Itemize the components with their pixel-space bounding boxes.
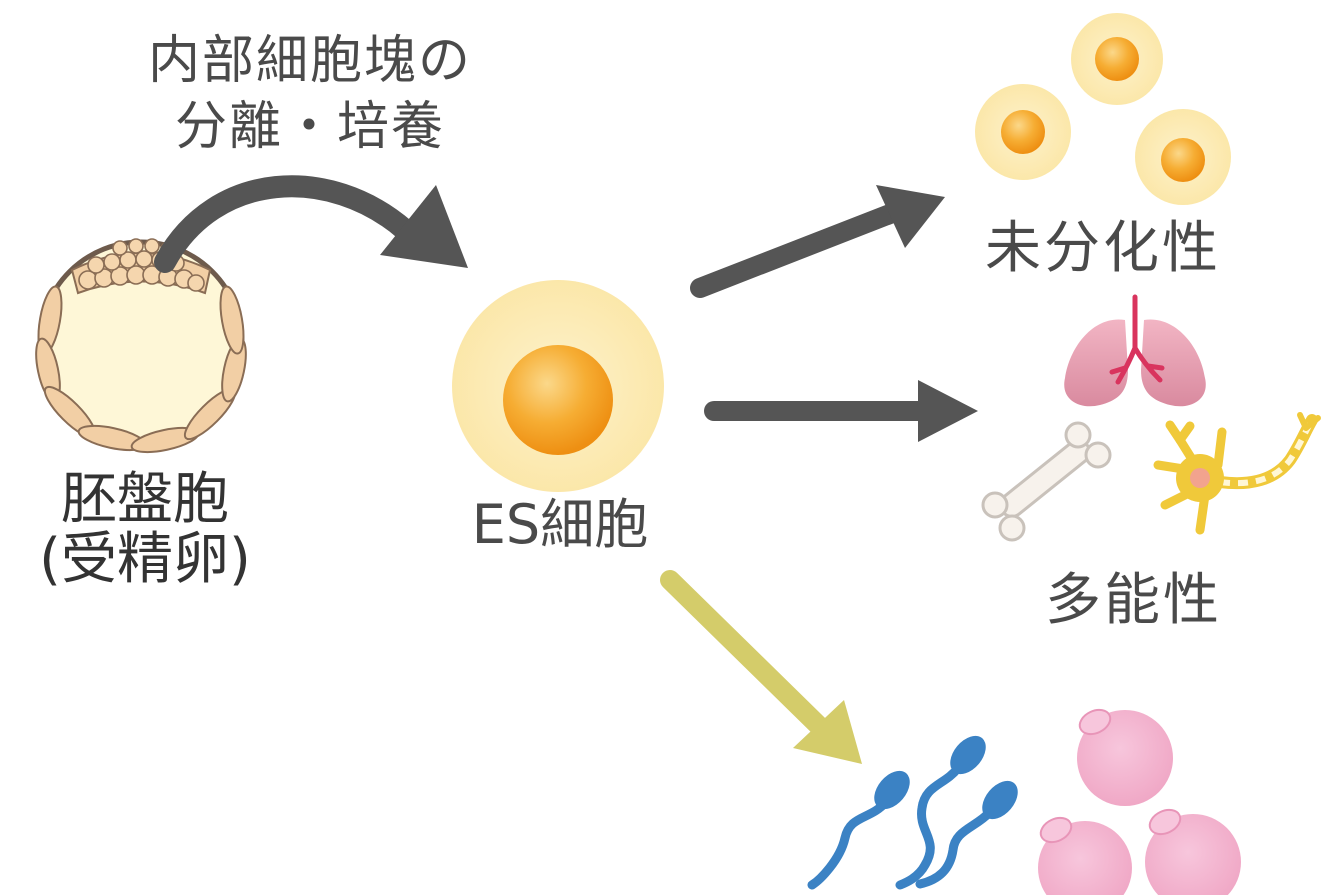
arrow-pluripotent xyxy=(704,380,978,442)
arrow-germ-cells xyxy=(660,570,862,764)
blastocyst-label: 胚盤胞 (受精卵) xyxy=(0,470,290,590)
es-cell-icon xyxy=(452,280,664,492)
lung-icon xyxy=(1064,294,1206,407)
arrow-undifferentiated xyxy=(690,185,945,298)
blastocyst-label-line1: 胚盤胞 xyxy=(61,467,229,532)
pluripotent-label: 多能性 xyxy=(1045,568,1222,633)
sperm-icon xyxy=(807,735,1018,890)
undifferentiated-cell-icon xyxy=(975,13,1231,205)
bone-icon xyxy=(981,421,1112,542)
isolation-label-line1: 内部細胞塊の xyxy=(147,31,472,91)
isolation-arrow xyxy=(154,175,468,273)
isolation-label-line2: 分離・培養 xyxy=(174,97,445,157)
undifferentiated-label: 未分化性 xyxy=(985,216,1221,281)
egg-icon xyxy=(1038,708,1241,895)
es-cell-label: ES細胞 xyxy=(471,493,649,556)
isolation-label: 内部細胞塊の 分離・培養 xyxy=(110,28,510,160)
blastocyst-icon xyxy=(35,238,247,454)
neuron-icon xyxy=(1153,412,1321,535)
blastocyst-label-line2: (受精卵) xyxy=(39,527,251,592)
